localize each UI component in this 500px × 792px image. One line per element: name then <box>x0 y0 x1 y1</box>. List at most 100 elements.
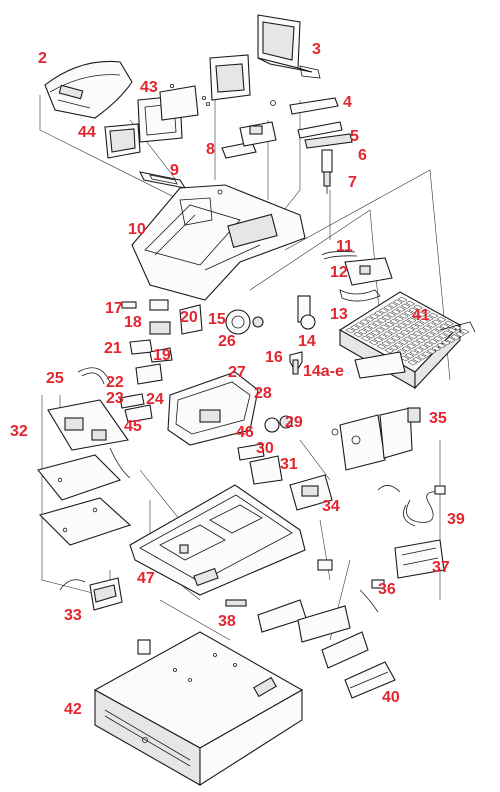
keyboard-key <box>365 333 376 339</box>
keyboard-key <box>420 308 431 315</box>
callout-37: 37 <box>432 559 450 576</box>
callout-4: 4 <box>343 94 352 111</box>
keyboard-key <box>436 342 446 349</box>
callout-43: 43 <box>140 79 158 96</box>
callout-46: 46 <box>236 424 254 441</box>
keyboard-key <box>412 357 423 363</box>
keyboard-key <box>412 330 423 337</box>
keyboard-key <box>418 344 429 350</box>
callout-19: 19 <box>153 347 171 364</box>
keyboard-key <box>459 328 470 335</box>
callout-42: 42 <box>64 701 82 718</box>
callout-29: 29 <box>285 414 303 431</box>
keyboard-key <box>401 346 412 352</box>
keyboard-key <box>357 329 368 335</box>
keyboard-key <box>437 333 448 339</box>
keyboard-key <box>364 316 375 322</box>
keyboard-key <box>416 311 426 317</box>
keyboard-key <box>368 339 379 346</box>
keyboard-key <box>345 327 356 334</box>
keyboard-key <box>425 332 436 338</box>
power-cable <box>377 485 446 527</box>
callout-41: 41 <box>412 307 430 324</box>
keyboard-key <box>400 329 411 336</box>
callout-33: 33 <box>64 607 82 624</box>
mode-key-lock <box>225 295 316 375</box>
keyboard-key <box>393 342 404 348</box>
keyboard-key <box>427 322 437 328</box>
callout-5: 5 <box>350 128 359 145</box>
callout-labels: 2 3 43 4 44 5 8 6 9 7 10 11 12 13 41 17 … <box>10 41 465 718</box>
keyboard-key <box>439 323 450 329</box>
keyboard-key <box>420 334 431 341</box>
keyboard-key <box>375 327 385 333</box>
printer-mechanism <box>167 371 259 446</box>
keyboard-key <box>392 325 403 332</box>
callout-8: 8 <box>206 141 215 158</box>
callout-23: 23 <box>106 390 124 407</box>
printer-cover <box>44 60 133 119</box>
operator-display-panel <box>104 123 141 159</box>
callout-47: 47 <box>137 570 155 587</box>
keyboard-key <box>403 310 414 316</box>
keyboard-key <box>419 318 430 324</box>
callout-39: 39 <box>447 511 465 528</box>
keyboard-key <box>411 314 422 320</box>
keyboard-key <box>399 355 410 362</box>
keyboard-key <box>417 354 427 360</box>
callout-14: 14 <box>298 333 316 350</box>
keyboard-key <box>376 343 387 350</box>
callout-12: 12 <box>330 264 348 281</box>
keyboard-key <box>378 334 388 340</box>
keyboard-key <box>404 326 415 333</box>
keyboard-key <box>442 330 453 336</box>
keyboard-key <box>387 328 398 334</box>
callout-20: 20 <box>180 309 198 326</box>
keyboard-key <box>428 338 439 345</box>
keyboard-key <box>404 353 415 359</box>
keyboard-key <box>395 306 406 312</box>
keyboard-key <box>433 336 443 342</box>
callout-18: 18 <box>124 314 142 331</box>
keyboard-key <box>408 333 418 340</box>
callout-31: 31 <box>280 456 298 473</box>
keyboard-key <box>415 337 426 344</box>
display-frame <box>137 54 251 143</box>
keyboard-key <box>406 343 417 349</box>
keyboard-key <box>384 321 395 328</box>
keyboard-key <box>403 336 414 342</box>
callout-30: 30 <box>256 440 274 457</box>
keyboard-key <box>401 320 412 326</box>
callout-7: 7 <box>348 174 357 191</box>
keyboard-key <box>455 331 465 337</box>
keyboard-key <box>389 345 399 351</box>
keyboard-key <box>392 299 403 305</box>
keyboard-key <box>450 334 461 340</box>
callout-28: 28 <box>254 385 272 402</box>
card-reader-assembly <box>270 97 353 194</box>
customer-display <box>257 14 321 79</box>
power-supply <box>59 577 123 611</box>
callout-21: 21 <box>104 340 122 357</box>
keyboard-key <box>389 318 400 325</box>
main-logic-board <box>47 367 131 479</box>
callout-34: 34 <box>322 498 340 515</box>
callout-25: 25 <box>46 370 64 387</box>
keyboard-key <box>397 322 407 329</box>
keyboard-key <box>405 300 416 307</box>
callout-27: 27 <box>228 364 246 381</box>
keyboard-key <box>373 337 384 343</box>
cover-plate <box>221 121 277 159</box>
small-connectors <box>137 559 385 655</box>
callout-44: 44 <box>78 124 96 141</box>
keyboard-key <box>411 340 421 346</box>
callout-32: 32 <box>10 423 28 440</box>
keyboard-key <box>414 347 424 353</box>
callout-3: 3 <box>312 41 321 58</box>
keyboard-key <box>391 309 401 315</box>
keyboard-key <box>386 312 397 318</box>
keyboard-key <box>381 314 392 321</box>
keyboard-key <box>354 322 365 328</box>
front-panels <box>257 599 396 699</box>
callout-15: 15 <box>208 311 226 328</box>
